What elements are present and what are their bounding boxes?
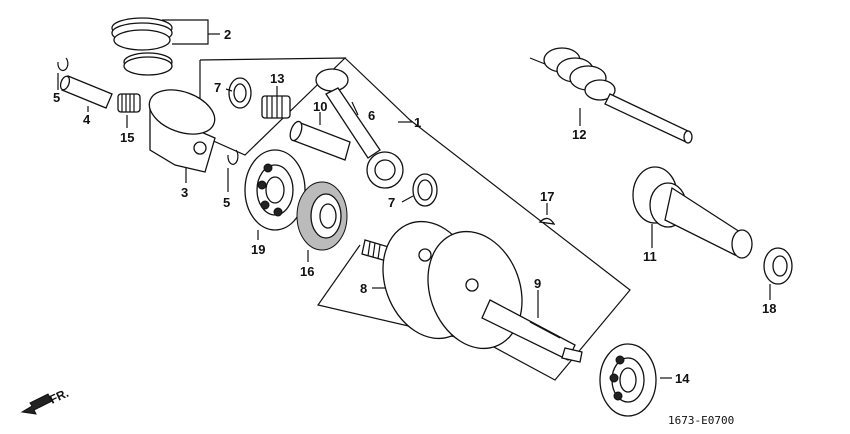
label-3: 3 xyxy=(181,185,188,200)
small-end-bearing xyxy=(117,93,141,113)
label-18: 18 xyxy=(762,301,776,316)
label-15: 15 xyxy=(120,130,134,145)
oil-seal-large xyxy=(296,181,348,251)
label-11: 11 xyxy=(643,249,657,264)
label-9: 9 xyxy=(534,276,541,291)
label-7-lower: 7 xyxy=(388,195,395,210)
piston-rings xyxy=(111,17,173,76)
label-10: 10 xyxy=(313,99,327,114)
woodruff-key xyxy=(538,217,556,225)
crankshaft xyxy=(361,220,583,363)
ball-bearing-right xyxy=(599,343,657,417)
label-7-upper: 7 xyxy=(214,80,221,95)
piston xyxy=(148,89,216,173)
countershaft xyxy=(529,47,693,144)
arrow-down-left-icon xyxy=(20,393,53,415)
oil-seal-upper xyxy=(228,77,252,109)
crankpin-bearing xyxy=(261,95,291,119)
circlip-upper xyxy=(57,57,69,72)
front-direction-label: FR. xyxy=(47,386,70,407)
ball-bearing-left xyxy=(244,149,306,231)
circlip-lower xyxy=(227,149,239,165)
label-5-lower: 5 xyxy=(223,195,230,210)
piston-pin xyxy=(59,75,113,109)
crank-pin xyxy=(289,120,351,161)
label-6: 6 xyxy=(368,108,375,123)
label-4: 4 xyxy=(83,112,91,127)
label-2: 2 xyxy=(224,27,231,42)
small-bearing-right xyxy=(763,247,793,285)
label-13: 13 xyxy=(270,71,284,86)
label-12: 12 xyxy=(572,127,586,142)
label-16: 16 xyxy=(300,264,314,279)
label-17: 17 xyxy=(540,189,554,204)
diagram-code: 1673-E0700 xyxy=(668,414,734,427)
leader-lines xyxy=(57,19,771,379)
label-8: 8 xyxy=(360,281,367,296)
label-1: 1 xyxy=(414,115,421,130)
label-14: 14 xyxy=(675,371,690,386)
label-19: 19 xyxy=(251,242,265,257)
mainshaft xyxy=(632,166,753,259)
connecting-rod xyxy=(315,68,404,189)
label-5-upper: 5 xyxy=(53,90,60,105)
oil-seal-lower xyxy=(412,173,438,207)
